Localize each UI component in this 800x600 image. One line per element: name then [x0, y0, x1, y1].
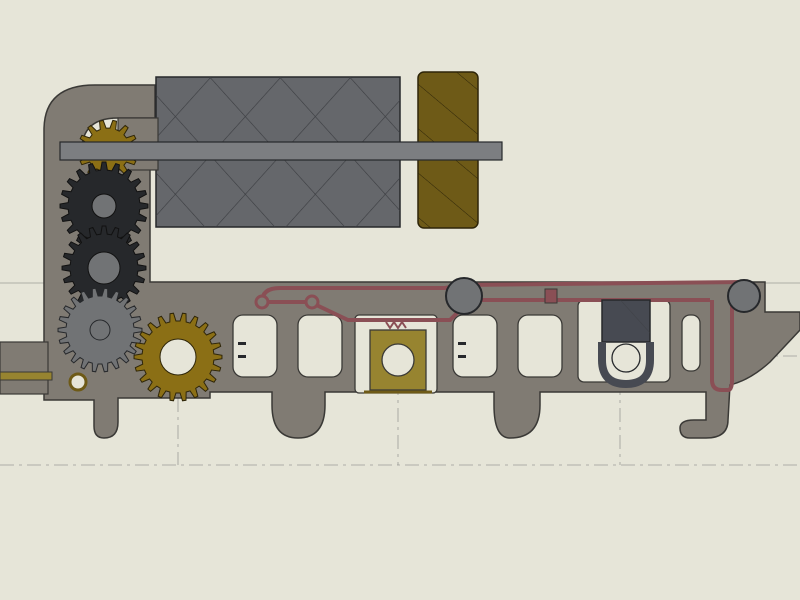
belt-clamp-block [544, 288, 558, 304]
rail-window [452, 314, 498, 378]
belt-anchor [304, 294, 320, 310]
gear-middle-bore [87, 251, 121, 285]
belt-lower-run [262, 298, 710, 322]
carriage-block [364, 320, 432, 394]
clamp-bore [611, 343, 641, 373]
left-mount-bolt [68, 372, 88, 392]
motor-shaft [59, 141, 503, 161]
fastener [238, 355, 246, 358]
gear-train [57, 119, 223, 402]
belt-anchor [254, 294, 270, 310]
left-mount-strip [0, 371, 53, 381]
fastener [458, 355, 466, 358]
idler-pulley [445, 277, 483, 315]
carriage-spring [385, 320, 407, 330]
gear-output-bore [159, 338, 197, 376]
clamp-loop [598, 342, 654, 389]
idler-pulleys [445, 277, 761, 315]
gear-lower-bore [89, 319, 111, 341]
left-mount-plate [0, 341, 49, 395]
rail-window [681, 314, 701, 372]
fasteners [238, 342, 466, 358]
carriage-bore [381, 343, 415, 377]
belt-return [710, 300, 734, 392]
clamp-jaw-hatch [602, 300, 650, 342]
fastener [238, 342, 246, 345]
belt-clamp [598, 299, 654, 389]
rail-window [297, 314, 343, 378]
gear-upper-bore [91, 193, 117, 219]
idler-pulley [727, 279, 761, 313]
rail-window [517, 314, 563, 378]
fastener [458, 342, 466, 345]
rail-window [232, 314, 278, 378]
